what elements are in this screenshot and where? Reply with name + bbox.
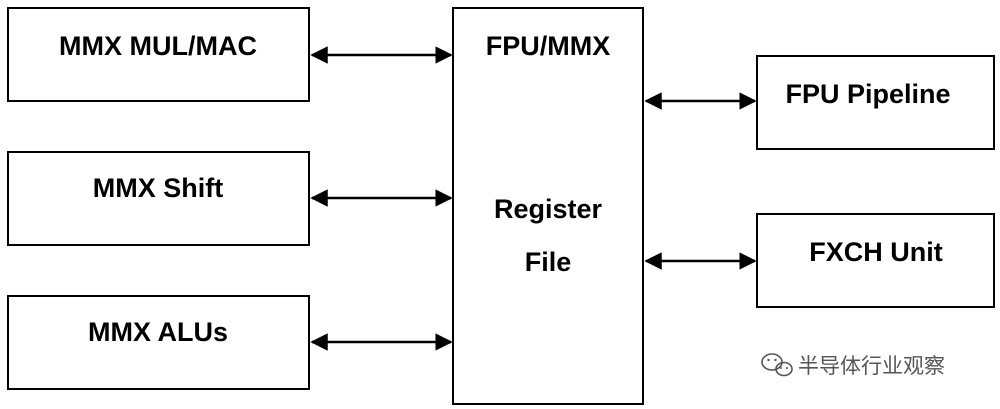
block-fpu-pipeline-label: FPU Pipeline — [785, 79, 950, 109]
watermark-text: 半导体行业观察 — [798, 354, 945, 378]
register-file-line2: File — [525, 247, 572, 277]
wechat-icon — [761, 353, 793, 377]
block-fxch-unit-label: FXCH Unit — [809, 237, 942, 267]
register-file-title: FPU/MMX — [486, 31, 611, 61]
block-mmx-shift: MMX Shift — [7, 151, 310, 246]
block-mmx-mul-mac-label: MMX MUL/MAC — [59, 31, 257, 61]
block-register-file: FPU/MMX Register File — [452, 7, 644, 405]
block-mmx-alus-label: MMX ALUs — [88, 317, 228, 347]
register-file-line1: Register — [494, 194, 603, 224]
block-fpu-pipeline: FPU Pipeline — [756, 55, 995, 150]
block-mmx-alus: MMX ALUs — [7, 295, 310, 390]
block-mmx-mul-mac: MMX MUL/MAC — [7, 7, 310, 102]
watermark: 半导体行业观察 — [761, 353, 945, 378]
block-mmx-shift-label: MMX Shift — [93, 173, 223, 203]
block-fxch-unit: FXCH Unit — [756, 213, 995, 308]
